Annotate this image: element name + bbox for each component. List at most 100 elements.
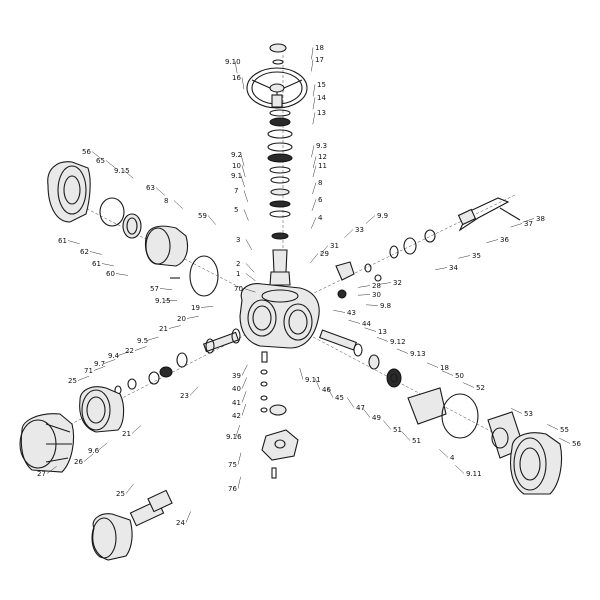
part-label: 37 bbox=[524, 220, 533, 228]
leader-line bbox=[241, 377, 247, 389]
leader-line bbox=[243, 190, 248, 202]
part-label: 19 bbox=[191, 304, 200, 312]
part-label: 13 bbox=[317, 109, 326, 117]
leader-line bbox=[91, 151, 102, 160]
part-label: 14 bbox=[317, 94, 326, 102]
leader-line bbox=[241, 165, 246, 178]
part-label: 9.7 bbox=[94, 360, 105, 368]
part-label: 34 bbox=[449, 264, 458, 272]
leader-line bbox=[240, 154, 245, 167]
part-label: 5 bbox=[234, 206, 238, 214]
part-label: 9.15 bbox=[114, 167, 130, 175]
part-label: 23 bbox=[180, 392, 189, 400]
left-input-shaft bbox=[114, 328, 241, 395]
leader-line bbox=[241, 364, 248, 376]
leader-line bbox=[362, 407, 371, 418]
part-label: 50 bbox=[455, 372, 464, 380]
part-label: 57 bbox=[150, 285, 159, 293]
leader-line bbox=[547, 424, 559, 430]
leader-line bbox=[511, 408, 523, 414]
part-label: 59 bbox=[198, 212, 207, 220]
leader-line bbox=[344, 229, 354, 239]
part-label: 9.16 bbox=[226, 433, 242, 441]
leader-line bbox=[376, 336, 389, 342]
leader-line bbox=[299, 367, 304, 380]
leader-line bbox=[243, 209, 249, 221]
leader-line bbox=[312, 97, 316, 110]
part-label: 9.5 bbox=[137, 337, 148, 345]
part-label: 9.11 bbox=[466, 470, 482, 478]
part-label: 42 bbox=[232, 412, 241, 420]
leader-line bbox=[117, 351, 130, 356]
bottom-left-motor bbox=[91, 489, 173, 561]
leader-line bbox=[234, 61, 238, 74]
leader-line bbox=[311, 199, 317, 211]
part-label: 4 bbox=[318, 214, 323, 222]
part-label: 47 bbox=[356, 404, 365, 412]
leader-line bbox=[314, 378, 321, 390]
leader-line bbox=[146, 336, 159, 341]
part-label: 61 bbox=[58, 237, 67, 245]
part-label: 1 bbox=[236, 270, 240, 278]
leader-line bbox=[312, 112, 316, 125]
leader-line bbox=[134, 346, 147, 351]
part-label: 7 bbox=[234, 187, 238, 195]
part-label: 18 bbox=[440, 364, 449, 372]
part-label: 21 bbox=[122, 430, 131, 438]
part-label: 9.12 bbox=[390, 338, 406, 346]
leader-line bbox=[327, 386, 334, 398]
leader-line bbox=[396, 348, 409, 354]
leader-line bbox=[123, 170, 134, 179]
leader-line bbox=[455, 465, 465, 474]
part-label: 75 bbox=[228, 461, 237, 469]
leader-line bbox=[486, 239, 499, 243]
part-label: 40 bbox=[232, 385, 241, 393]
right-lower-cover-assembly bbox=[407, 387, 563, 495]
right-output-shaft bbox=[319, 329, 402, 388]
part-label: 32 bbox=[393, 279, 402, 287]
leader-line bbox=[310, 253, 319, 263]
leader-line bbox=[346, 397, 355, 408]
part-label: 62 bbox=[80, 248, 89, 256]
part-label: 9.15 bbox=[155, 297, 171, 305]
leader-line bbox=[379, 282, 392, 285]
leader-line bbox=[241, 77, 245, 90]
handwheel-assembly bbox=[246, 43, 308, 109]
leader-line bbox=[364, 327, 377, 332]
part-label: 44 bbox=[362, 320, 371, 328]
leader-line bbox=[103, 359, 116, 364]
part-label: 70 bbox=[234, 285, 243, 293]
leader-line bbox=[186, 315, 199, 319]
leader-line bbox=[105, 160, 116, 169]
bottom-center-parts bbox=[260, 351, 299, 479]
part-label: 9.2 bbox=[231, 151, 242, 159]
leader-line bbox=[311, 145, 315, 158]
part-label: 55 bbox=[560, 426, 569, 434]
leader-line bbox=[312, 182, 317, 195]
part-label: 2 bbox=[236, 260, 240, 268]
leader-line bbox=[93, 366, 106, 371]
leader-line bbox=[173, 200, 183, 209]
part-label: 56 bbox=[572, 440, 581, 448]
leader-line bbox=[311, 47, 314, 60]
part-label: 20 bbox=[177, 315, 186, 323]
part-label: 39 bbox=[232, 372, 241, 380]
leader-line bbox=[312, 84, 316, 97]
part-label: 33 bbox=[355, 226, 364, 234]
leader-line bbox=[83, 453, 94, 462]
leader-line bbox=[89, 251, 102, 255]
part-label: 29 bbox=[320, 250, 329, 258]
part-label: 6 bbox=[318, 196, 323, 204]
part-label: 22 bbox=[125, 347, 134, 355]
upper-right-handle-assembly bbox=[335, 197, 521, 299]
part-label: 25 bbox=[116, 490, 125, 498]
part-label: 43 bbox=[347, 309, 356, 317]
part-label: 61 bbox=[92, 260, 101, 268]
part-labels: 18 9.10 17 16 15 14 13 9.3 9.2 12 10 11 … bbox=[37, 44, 581, 527]
part-label: 9.9 bbox=[377, 212, 388, 220]
part-label: 36 bbox=[500, 236, 509, 244]
leader-line bbox=[241, 391, 247, 403]
leader-line bbox=[462, 382, 475, 388]
leader-line bbox=[235, 425, 240, 437]
leader-line bbox=[159, 288, 172, 290]
